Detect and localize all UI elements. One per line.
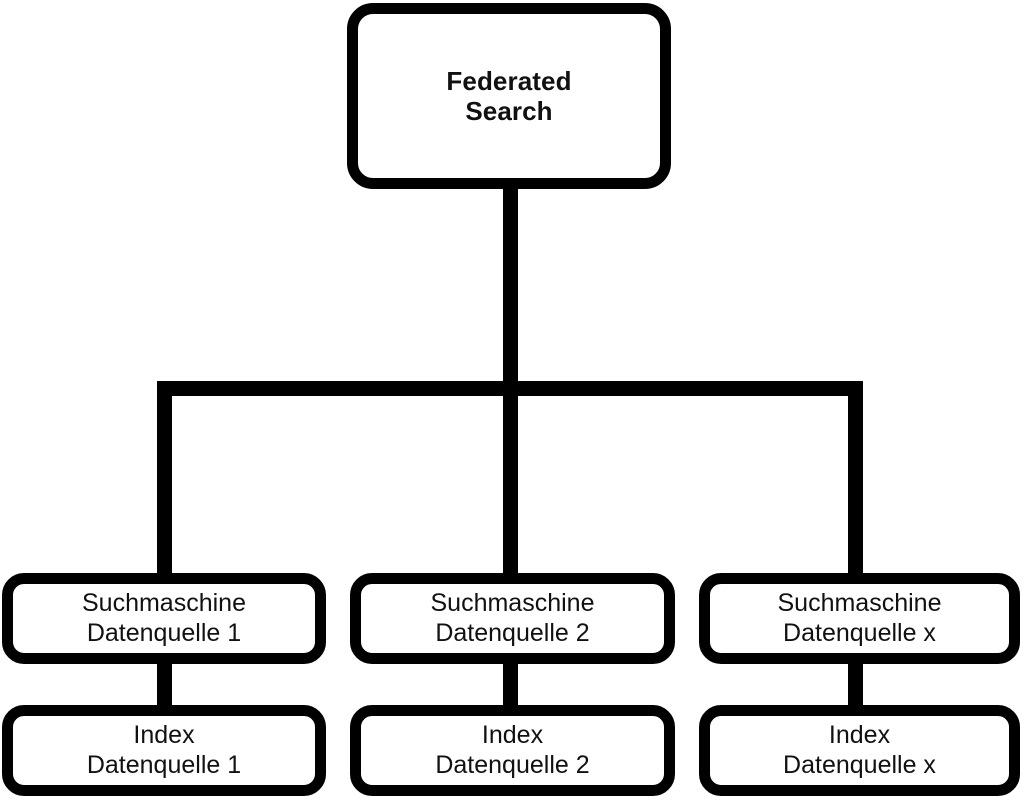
search-engine-label-1: Suchmaschine Datenquelle 1 [82, 589, 246, 647]
index-node-1[interactable]: Index Datenquelle 1 [2, 705, 326, 796]
index-label-3: Index Datenquelle x [783, 721, 936, 779]
connector-bus-to-engine-2 [503, 381, 518, 579]
index-node-2[interactable]: Index Datenquelle 2 [350, 705, 675, 796]
search-engine-label-2: Suchmaschine Datenquelle 2 [430, 589, 595, 647]
connector-root-to-bus [503, 180, 518, 388]
search-engine-node-1[interactable]: Suchmaschine Datenquelle 1 [2, 573, 326, 664]
search-engine-node-2[interactable]: Suchmaschine Datenquelle 2 [350, 573, 675, 664]
connector-bus-to-engine-1 [157, 381, 172, 579]
index-node-3[interactable]: Index Datenquelle x [699, 705, 1020, 796]
connector-engine-3-to-index-3 [848, 655, 863, 713]
connector-engine-2-to-index-2 [503, 655, 518, 713]
index-label-2: Index Datenquelle 2 [435, 721, 590, 779]
connector-engine-1-to-index-1 [157, 655, 172, 713]
federated-search-label: Federated Search [446, 65, 572, 126]
federated-search-node[interactable]: Federated Search [347, 3, 671, 189]
connector-bus-to-engine-3 [848, 381, 863, 579]
index-label-1: Index Datenquelle 1 [86, 721, 242, 779]
search-engine-label-3: Suchmaschine Datenquelle x [777, 589, 942, 647]
search-engine-node-3[interactable]: Suchmaschine Datenquelle x [699, 573, 1020, 664]
